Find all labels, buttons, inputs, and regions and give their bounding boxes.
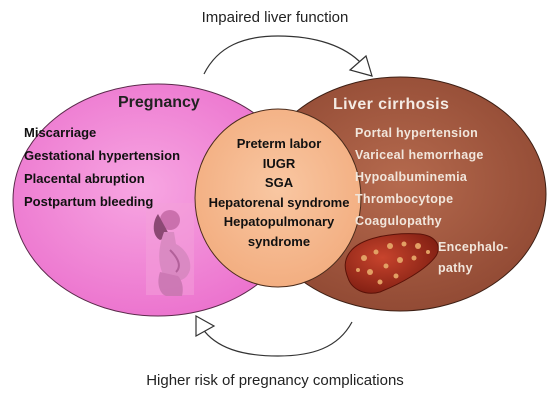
list-item: Thrombocytope <box>355 192 454 206</box>
list-item: Portal hypertension <box>355 126 479 140</box>
bottom-caption: Higher risk of pregnancy complications <box>146 372 404 389</box>
list-item: Postpartum bleeding <box>24 194 154 209</box>
pregnant-woman-icon <box>146 203 194 296</box>
liver-title: Liver cirrhosis <box>333 96 450 113</box>
list-item: SGA <box>264 175 294 190</box>
encephalopathy-label: Encephalo- pathy <box>438 237 508 279</box>
pregnancy-title: Pregnancy <box>118 94 200 111</box>
list-item: Coagulopathy <box>355 214 442 228</box>
list-item: Hepatopulmonary <box>223 214 335 229</box>
liver-list: Portal hypertension Variceal hemorrhage … <box>355 122 484 232</box>
list-item: IUGR <box>262 155 296 171</box>
list-item: Hepatorenal syndrome <box>208 194 350 210</box>
list-item: Gestational hypertension <box>24 148 181 163</box>
shared-circle <box>194 108 362 288</box>
shared-list: Preterm labor IUGR SGA Hepatorenal syndr… <box>198 134 360 251</box>
top-caption: Impaired liver function <box>201 9 349 26</box>
liver-icon <box>344 233 439 294</box>
top-arrow <box>199 31 373 77</box>
list-item: Miscarriage <box>24 125 97 140</box>
list-item: pathy <box>438 261 473 275</box>
list-item: Encephalo- <box>438 240 509 254</box>
bottom-arrow <box>195 314 356 361</box>
list-item: Variceal hemorrhage <box>355 148 484 162</box>
list-item: Placental abruption <box>24 171 145 186</box>
pregnancy-list: Miscarriage Gestational hypertension Pla… <box>24 121 180 213</box>
list-item: Hypoalbuminemia <box>355 170 468 184</box>
list-item: Preterm labor <box>236 136 322 151</box>
list-item: syndrome <box>247 233 311 249</box>
